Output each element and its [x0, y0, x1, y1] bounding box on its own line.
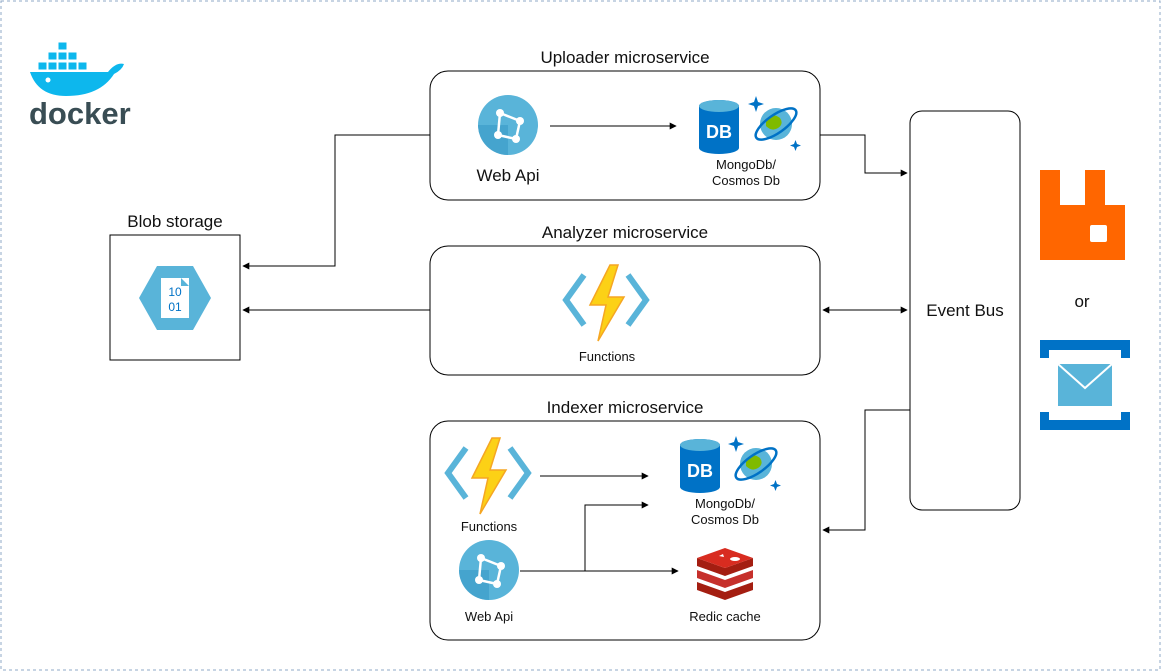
docker-logo: docker: [29, 41, 131, 131]
blob-storage-icon: 10 01: [139, 266, 211, 330]
blob-bits-line1: 10: [168, 285, 182, 299]
uploader-db-label-line1: MongoDb/: [716, 157, 776, 172]
indexer-db-label-line1: MongoDb/: [695, 496, 755, 511]
indexer-db-label-line2: Cosmos Db: [691, 512, 759, 527]
event-bus-box: [909, 110, 1021, 511]
uploader-webapi-label: Web Api: [476, 166, 539, 185]
uploader-db-badge: DB: [706, 122, 732, 142]
analyzer-functions-label: Functions: [579, 349, 636, 364]
indexer-functions-label: Functions: [461, 519, 518, 534]
whale-icon: [30, 63, 124, 96]
redis-label: Redic cache: [689, 609, 761, 624]
analyzer-title: Analyzer microservice: [542, 223, 708, 242]
redis-icon: [697, 548, 753, 600]
blob-storage-title: Blob storage: [127, 212, 222, 231]
arrow-uploader-to-eventbus: [820, 134, 908, 177]
indexer-title: Indexer microservice: [547, 398, 704, 417]
arrow-eventbus-to-indexer: [822, 409, 910, 534]
indexer-webapi-icon: [457, 538, 521, 602]
rabbitmq-icon: [1040, 170, 1125, 260]
blob-bits-line2: 01: [168, 300, 182, 314]
indexer-webapi-label: Web Api: [465, 609, 513, 624]
service-bus-icon: [1040, 340, 1130, 430]
uploader-mongodb-icon: DB: [699, 100, 739, 154]
uploader-db-label-line2: Cosmos Db: [712, 173, 780, 188]
arrow-indexer-webapi-to-db: [584, 501, 649, 571]
uploader-title: Uploader microservice: [540, 48, 709, 67]
or-label: or: [1074, 292, 1089, 311]
arrow-uploader-to-blob: [242, 134, 430, 270]
uploader-webapi-icon: [476, 93, 540, 157]
event-bus-label: Event Bus: [926, 301, 1004, 320]
indexer-db-badge: DB: [687, 461, 713, 481]
indexer-mongodb-icon: DB: [680, 439, 720, 493]
docker-logo-text: docker: [29, 96, 131, 131]
